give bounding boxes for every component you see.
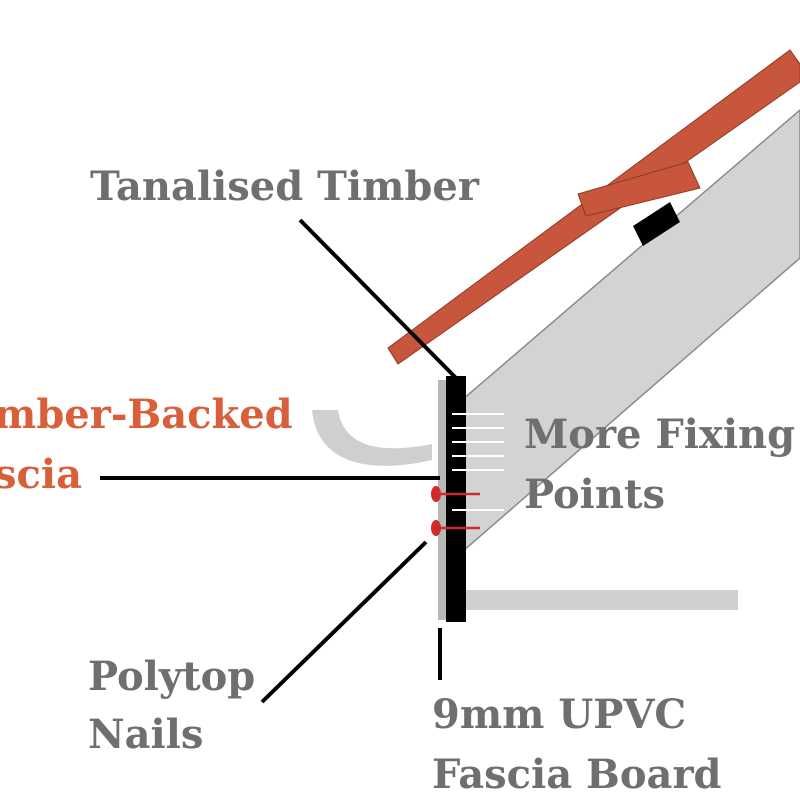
label-upvc-line2: Fascia Board [432,751,722,798]
label-timber-backed-line1: mber-Backed [0,391,293,438]
label-upvc-line1: 9mm UPVC [432,691,686,738]
lower-batten [577,161,701,217]
batten-spacer [633,202,680,246]
label-polytop-line1: Polytop [88,653,255,700]
tanalised-timber-strip [438,380,446,620]
leader-tanalised-timber [298,218,458,380]
label-polytop-line2: Nails [88,711,203,758]
label-tanalised-timber: Tanalised Timber [90,163,480,210]
upvc-fascia-board [446,376,466,622]
label-timber-backed-line2: scia [0,451,82,498]
label-more-fixing-line1: More Fixing [524,411,795,458]
leader-polytop-nails [260,540,428,704]
polytop-nails [431,486,480,536]
soffit-board [466,590,738,610]
label-more-fixing-line2: Points [524,471,665,518]
fixing-points [452,413,504,511]
gutter [312,410,432,466]
